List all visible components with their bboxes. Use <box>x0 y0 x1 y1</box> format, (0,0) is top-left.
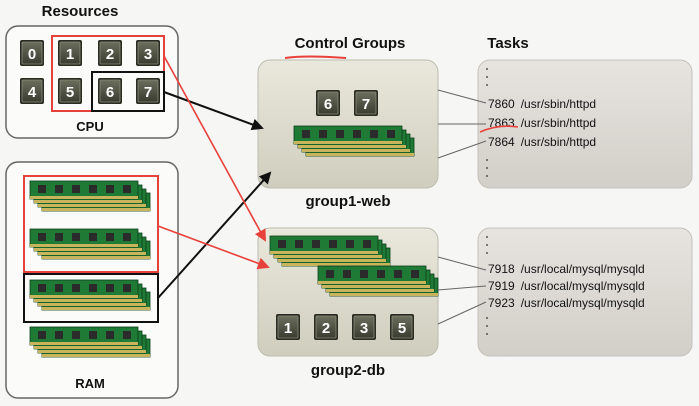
ram-module <box>29 180 151 212</box>
cpu-core-chip: 5 <box>58 78 82 104</box>
ram-label: RAM <box>75 376 105 391</box>
svg-text:7919/usr/local/mysql/mysqld: 7919/usr/local/mysql/mysqld <box>488 279 645 293</box>
cpu-core-number: 1 <box>284 320 292 337</box>
ram-module <box>29 228 151 260</box>
heading-tasks: Tasks <box>487 35 528 52</box>
arrow-cpu-to-group1 <box>163 91 264 131</box>
cpu-core-number: 6 <box>324 96 332 113</box>
task-cmd: /usr/sbin/httpd <box>521 116 596 130</box>
group2-task-list: 7918/usr/local/mysql/mysqld 7919/usr/loc… <box>488 262 645 310</box>
cpu-core-chip: 2 <box>98 40 122 66</box>
task-box-dots <box>486 68 488 335</box>
cpu-core-number: 1 <box>66 46 74 63</box>
cpu-core-chip: 3 <box>352 314 376 340</box>
cpu-core-chip: 6 <box>98 78 122 104</box>
cpu-core-number: 7 <box>144 84 152 101</box>
cpu-core-number: 5 <box>398 320 406 337</box>
cpu-core-number: 3 <box>360 320 368 337</box>
cpu-label: CPU <box>76 119 103 134</box>
cpu-core-number: 3 <box>144 46 152 63</box>
arrow-cpu-to-group2 <box>163 55 266 242</box>
svg-text:7863/usr/sbin/httpd: 7863/usr/sbin/httpd <box>488 116 596 130</box>
cpu-core-chip: 1 <box>276 314 300 340</box>
ram-module <box>29 326 151 358</box>
task-pid: 7919 <box>488 279 515 293</box>
ram-module <box>317 265 439 297</box>
group2-label: group2-db <box>311 362 385 379</box>
group2-ram-modules <box>269 235 439 297</box>
cpu-core-chip: 3 <box>136 40 160 66</box>
task-cmd: /usr/sbin/httpd <box>521 135 596 149</box>
cpu-core-chip: 7 <box>354 90 378 116</box>
svg-text:7860/usr/sbin/httpd: 7860/usr/sbin/httpd <box>488 97 596 111</box>
cpu-chips: 0 1 2 3 4 5 6 7 <box>20 40 160 104</box>
svg-text:7918/usr/local/mysql/mysqld: 7918/usr/local/mysql/mysqld <box>488 262 645 276</box>
task-pid: 7860 <box>488 97 515 111</box>
cpu-core-chip: 7 <box>136 78 160 104</box>
task-cmd: /usr/sbin/httpd <box>521 97 596 111</box>
group2-cpu-chips: 1 2 3 5 <box>276 314 414 340</box>
svg-text:7864/usr/sbin/httpd: 7864/usr/sbin/httpd <box>488 135 596 149</box>
heading-control-groups: Control Groups <box>295 35 406 52</box>
svg-text:7923/usr/local/mysql/mysqld: 7923/usr/local/mysql/mysqld <box>488 296 645 310</box>
cpu-core-number: 4 <box>28 84 37 101</box>
cpu-core-number: 0 <box>28 46 36 63</box>
cpu-core-number: 7 <box>362 96 370 113</box>
task-pid: 7864 <box>488 135 515 149</box>
arrow-ram-to-group2 <box>157 225 270 270</box>
ram-modules <box>29 180 151 358</box>
heading-resources: Resources <box>42 3 119 20</box>
group1-task-list: 7860/usr/sbin/httpd 7863/usr/sbin/httpd … <box>488 97 596 149</box>
ram-module <box>269 235 391 267</box>
task-pid: 7923 <box>488 296 515 310</box>
task-cmd: /usr/local/mysql/mysqld <box>521 296 645 310</box>
group1-box <box>257 59 439 189</box>
cpu-core-number: 2 <box>322 320 330 337</box>
control-groups-underline <box>284 55 347 59</box>
task-red-mark <box>479 125 519 133</box>
cpu-core-number: 2 <box>106 46 114 63</box>
cpu-core-chip: 6 <box>316 90 340 116</box>
cpu-core-chip: 1 <box>58 40 82 66</box>
cpu-core-number: 5 <box>66 84 74 101</box>
task-cmd: /usr/local/mysql/mysqld <box>521 262 645 276</box>
cpu-core-chip: 4 <box>20 78 44 104</box>
cpu-core-chip: 5 <box>390 314 414 340</box>
task-connectors <box>437 89 487 325</box>
task-cmd: /usr/local/mysql/mysqld <box>521 279 645 293</box>
cpu-core-chip: 2 <box>314 314 338 340</box>
cpu-core-number: 6 <box>106 84 114 101</box>
cpu-core-chip: 0 <box>20 40 44 66</box>
task-pid: 7918 <box>488 262 515 276</box>
group1-ram-modules <box>293 125 415 157</box>
cpu-black-selection <box>91 71 165 112</box>
group2-tasks-box <box>477 227 693 357</box>
group1-label: group1-web <box>306 193 391 210</box>
ram-red-selection <box>23 175 159 273</box>
ram-module <box>293 125 415 157</box>
arrow-ram-to-group1 <box>157 171 272 299</box>
ram-module <box>29 279 151 311</box>
